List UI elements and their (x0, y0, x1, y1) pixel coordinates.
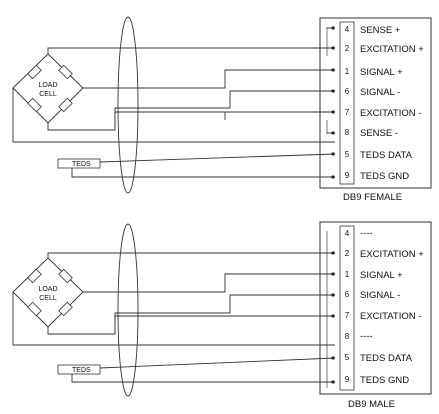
pin-number-column (339, 225, 355, 391)
load-cell-label: LOAD (38, 82, 57, 89)
load-cell-label: CELL (39, 295, 57, 302)
pin-number: 4 (345, 229, 350, 238)
pin-name: SENSE - (360, 128, 398, 139)
pin-number: 9 (345, 171, 350, 180)
pin-name: EXCITATION + (360, 249, 424, 260)
pin-name: TEDS DATA (360, 150, 413, 161)
wires (12, 251, 336, 384)
pin-number: 8 (345, 332, 350, 341)
connector-housing (319, 17, 432, 189)
teds-chip (57, 158, 101, 169)
pin-name: SIGNAL - (360, 290, 400, 301)
pin-name: SIGNAL + (360, 67, 403, 78)
load-cell-label: LOAD (38, 286, 57, 293)
connector-label: DB9 FEMALE (343, 192, 402, 203)
cable-shield (117, 16, 139, 194)
pin-name: ---- (360, 228, 373, 239)
pin-number: 4 (345, 25, 350, 34)
pin-name: SIGNAL - (360, 87, 400, 98)
pin-name: TEDS DATA (360, 353, 413, 364)
pin-number: 6 (345, 290, 350, 299)
pin-name: TEDS GND (360, 171, 409, 182)
teds-label: TEDS (72, 367, 91, 374)
pin-number-column (339, 21, 355, 185)
pin-number: 9 (345, 375, 350, 384)
pin-name: ---- (360, 331, 373, 342)
pin-number: 7 (345, 311, 350, 320)
pin-number: 2 (345, 44, 350, 53)
cable-shield (117, 223, 139, 397)
pin-name: SENSE + (360, 25, 401, 36)
connector-housing (319, 221, 432, 395)
pin-name: EXCITATION + (360, 44, 424, 55)
pin-number: 6 (345, 87, 350, 96)
pin-number: 1 (345, 270, 350, 279)
diagram-db9-male: 4 2 1 6 7 8 5 9 ---- EXCITATION + SIGNAL… (12, 221, 432, 410)
pin-number: 5 (345, 150, 350, 159)
pin-number: 5 (345, 353, 350, 362)
pin-name: EXCITATION - (360, 311, 421, 322)
pin-number: 1 (345, 67, 350, 76)
teds-label: TEDS (72, 161, 91, 168)
pin-number: 2 (345, 249, 350, 258)
pin-name: TEDS GND (360, 375, 409, 386)
pin-name: EXCITATION - (360, 108, 421, 119)
pin-number: 8 (345, 128, 350, 137)
teds-chip (57, 364, 101, 375)
diagram-db9-female: 4 2 1 6 7 8 5 9 SENSE + EXCITATION + SIG… (12, 16, 432, 203)
load-cell-label: CELL (39, 91, 57, 98)
load-cell-bridge: LOAD CELL (12, 53, 84, 124)
connector-label: DB9 MALE (348, 399, 395, 410)
wires (12, 26, 336, 179)
pin-number: 7 (345, 108, 350, 117)
load-cell-bridge: LOAD CELL (12, 257, 84, 328)
pin-name: SIGNAL + (360, 270, 403, 281)
